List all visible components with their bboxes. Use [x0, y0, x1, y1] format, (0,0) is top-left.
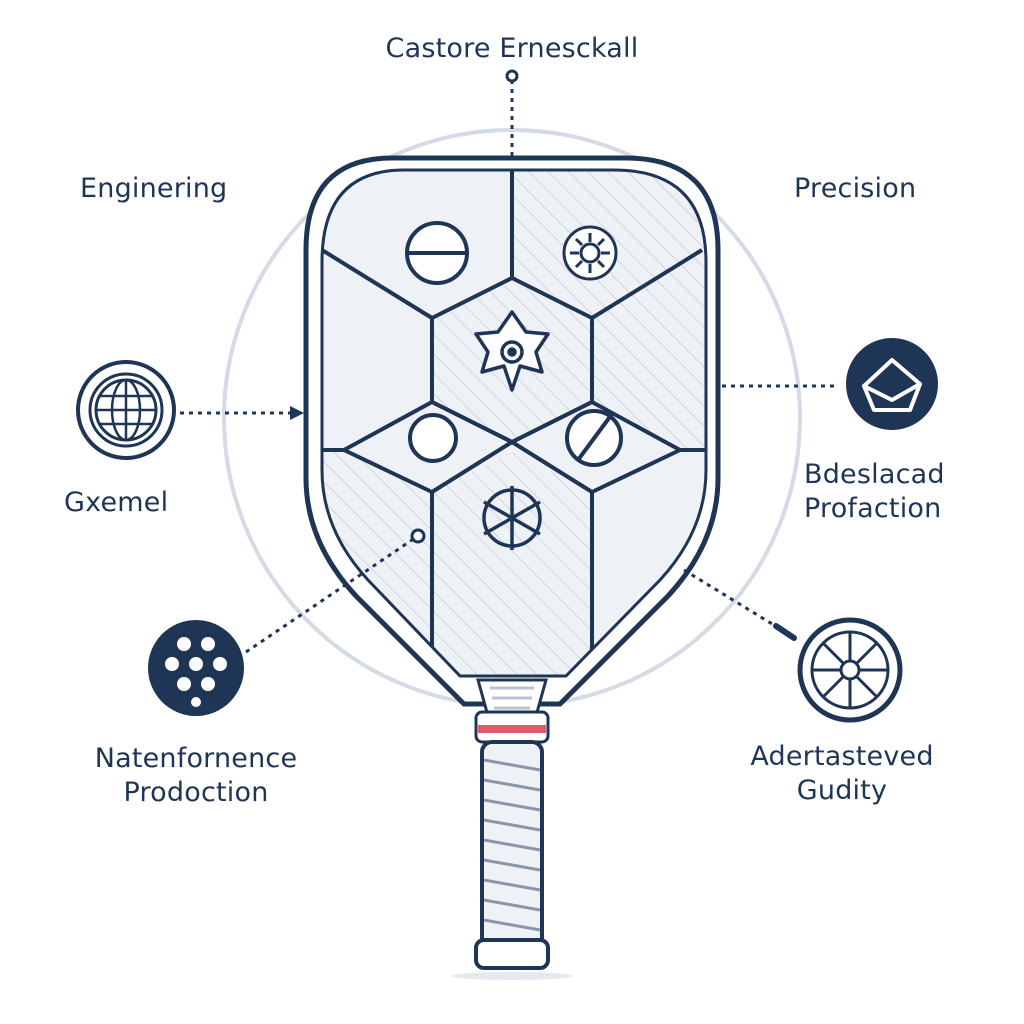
label-bottom-right: Adertasteved Gudity [722, 740, 962, 808]
globe-icon [76, 360, 176, 460]
throat-ridges [490, 686, 534, 710]
snowflake-icon [482, 486, 542, 550]
label-mid-right: Bdeslacad Profaction [804, 458, 945, 526]
hatch-panel-top-right [512, 170, 706, 318]
label-bottom-left-line1: Natenfornence [94, 743, 298, 774]
envelope-house-icon [846, 338, 938, 430]
hatch-panel-bottom [432, 452, 592, 676]
callout-lines [180, 80, 836, 654]
connector-right-bottom [683, 568, 783, 632]
label-top: Castore Ernesckall [385, 33, 639, 64]
label-top-left: Enginering [80, 173, 228, 204]
handle-butt-cap [474, 938, 550, 970]
label-mid-left: Gxemel [64, 487, 169, 518]
connector-left-bottom [245, 538, 413, 654]
slashed-circle-icon [565, 409, 623, 467]
wheel-icon [797, 617, 903, 723]
label-bottom-right-line1: Adertasteved [750, 741, 934, 772]
label-bottom-left: Natenfornence Prodoction [56, 742, 336, 810]
label-mid-right-line1: Bdeslacad [804, 459, 945, 490]
label-bottom-right-line2: Gudity [796, 775, 888, 806]
sun-gear-icon [562, 225, 618, 281]
circle-ball-icon [405, 221, 469, 285]
hatch-panel-right [592, 250, 706, 450]
label-bottom-left-line2: Prodoction [123, 777, 269, 808]
circle-icon [408, 413, 458, 463]
label-mid-right-line2: Profaction [804, 493, 942, 524]
star-gear-icon [474, 310, 550, 392]
label-top-right: Precision [794, 173, 917, 204]
dots-cluster-icon [148, 620, 244, 716]
paddle-handle [452, 740, 572, 980]
